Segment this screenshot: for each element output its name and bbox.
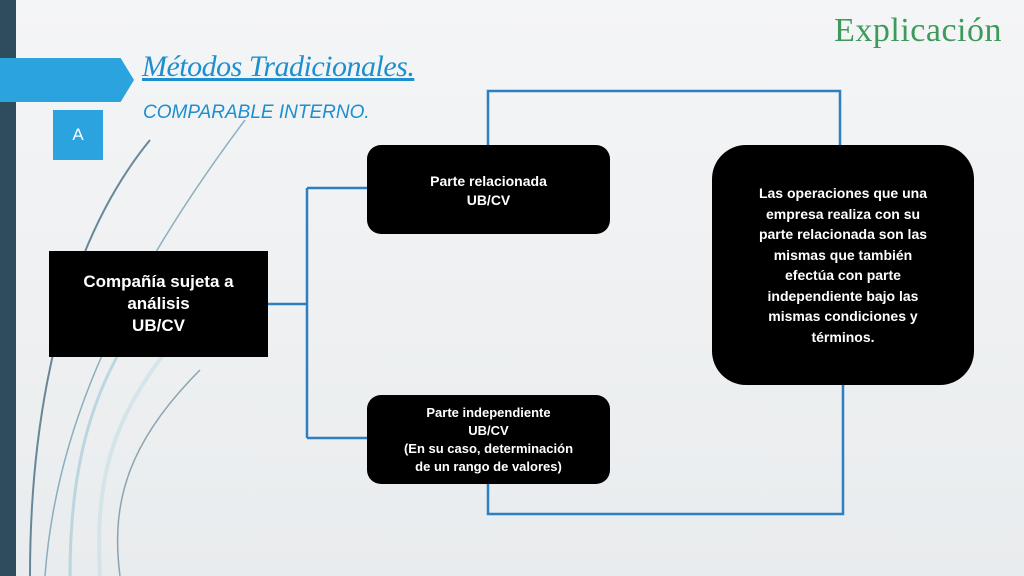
section-badge: A [53, 110, 103, 160]
explanation-box: Las operaciones que una empresa realiza … [712, 145, 974, 385]
related-box-line-2: UB/CV [466, 192, 511, 208]
explanation-line-3: parte relacionada son las [758, 226, 928, 242]
independent-box-line-4: de un rango de valores) [415, 458, 562, 474]
independent-party-box: Parte independiente UB/CV (En su caso, d… [367, 395, 610, 484]
connector-independent-to-explanation [486, 385, 845, 516]
related-box-line-1: Parte relacionada [430, 173, 547, 189]
independent-box-line-3: (En su caso, determinación [403, 440, 574, 456]
connector-related-to-explanation [486, 89, 842, 145]
explanation-line-8: términos. [811, 328, 875, 345]
independent-box-line-1: Parte independiente [426, 404, 551, 420]
company-box: Compañía sujeta a análisis UB/CV [49, 251, 268, 357]
company-box-line-3: UB/CV [132, 316, 185, 335]
explanation-line-6: independiente bajo las [767, 287, 919, 304]
explanation-line-1: Las operaciones que una [758, 185, 928, 201]
page-subtitle: COMPARABLE INTERNO. [143, 102, 370, 123]
company-box-line-2: análisis [127, 294, 190, 313]
left-accent-bar [0, 0, 16, 576]
corner-title: Explicación [834, 12, 1002, 49]
company-box-line-1: Compañía sujeta a [83, 272, 234, 291]
explanation-line-4: mismas que también [773, 246, 913, 263]
explanation-line-5: efectúa con parte [785, 267, 901, 283]
explanation-line-7: mismas condiciones y [768, 308, 918, 324]
title-arrow-shape [0, 58, 134, 102]
independent-box-line-2: UB/CV [468, 422, 509, 438]
explanation-line-2: empresa realiza con su [765, 205, 921, 222]
page-title: Métodos Tradicionales. [142, 50, 415, 83]
related-party-box: Parte relacionada UB/CV [367, 145, 610, 234]
